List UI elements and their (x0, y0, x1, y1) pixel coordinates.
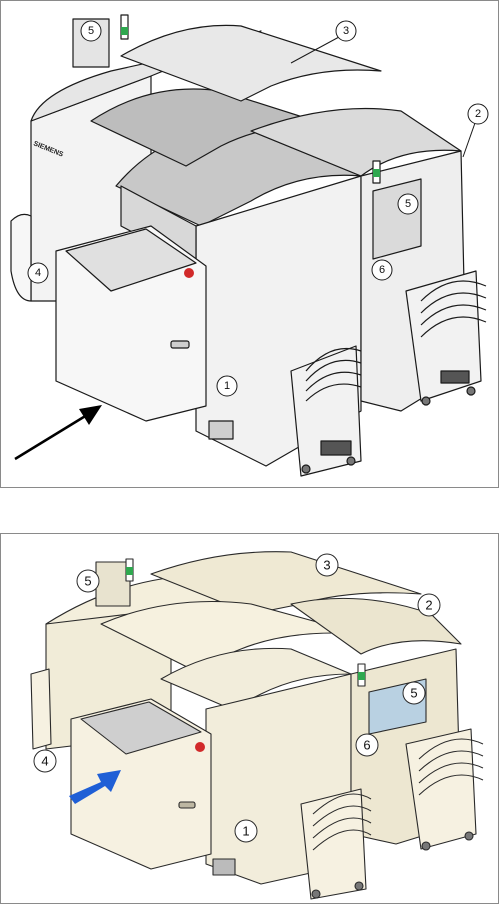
cabinet-handle (171, 341, 189, 348)
callout-5-left-label: 5 (84, 574, 91, 589)
callout-2: 2 (468, 104, 488, 124)
callout-2-label: 2 (425, 598, 432, 613)
top-machine-drawing: SIEMENS 1 2 3 4 5 (1, 1, 498, 487)
signal-light-green-right (373, 169, 380, 177)
callout-4: 4 (34, 750, 56, 772)
signal-light-green-left (121, 27, 128, 35)
top-machine-illustration: SIEMENS 1 2 3 4 5 (0, 0, 499, 488)
callout-3-label: 3 (343, 25, 349, 37)
emergency-stop-button (184, 268, 194, 278)
callout-6: 6 (356, 734, 378, 756)
monitor-right (373, 179, 421, 259)
emergency-stop-button (195, 742, 205, 752)
signal-light-green-right (358, 672, 365, 680)
callout-1-label: 1 (224, 380, 230, 392)
callout-3-label: 3 (323, 558, 330, 573)
left-tray (31, 669, 51, 749)
callout-1: 1 (235, 820, 257, 842)
bottom-machine-drawing: 1 2 3 4 5 5 6 (1, 534, 498, 903)
machine-foot (213, 859, 235, 875)
feeder-cart-front (301, 789, 371, 899)
callout-5-right-label: 5 (410, 686, 417, 701)
callout-6: 6 (372, 260, 392, 280)
callout-2: 2 (418, 594, 440, 616)
callout-1: 1 (217, 376, 237, 396)
callout-5-right: 5 (403, 682, 425, 704)
callout-6-label: 6 (363, 738, 370, 753)
callout-2-label: 2 (475, 108, 481, 120)
callout-5-right: 5 (398, 194, 418, 214)
callout-1-label: 1 (242, 824, 249, 839)
signal-light-green-left (126, 567, 133, 575)
callout-4-label: 4 (35, 267, 41, 279)
callout-5-left: 5 (81, 21, 101, 41)
left-tray (11, 214, 31, 301)
callout-3: 3 (316, 554, 338, 576)
callout-5-left-label: 5 (88, 25, 94, 37)
callout-3: 3 (336, 21, 356, 41)
callout-5-left: 5 (77, 570, 99, 592)
callout-5-right-label: 5 (405, 198, 411, 210)
bottom-machine-illustration: 1 2 3 4 5 5 6 (0, 533, 499, 904)
cabinet-handle (179, 802, 195, 808)
monitor-left (96, 562, 130, 606)
callout-6-label: 6 (379, 264, 385, 276)
callout-4: 4 (28, 263, 48, 283)
machine-foot (209, 421, 233, 439)
callout-4-label: 4 (41, 754, 48, 769)
arrow-black (15, 405, 102, 459)
